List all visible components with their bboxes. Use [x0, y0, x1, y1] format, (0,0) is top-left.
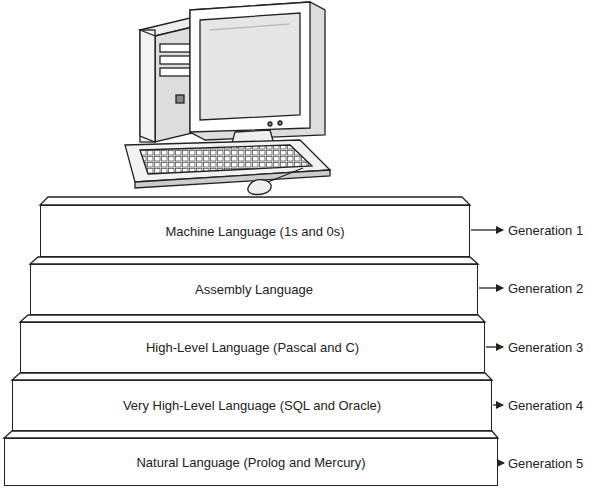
computer-illustration	[125, 2, 330, 195]
language-step: Assembly Language	[30, 264, 478, 315]
step-label: Assembly Language	[187, 282, 321, 297]
step-label: Machine Language (1s and 0s)	[157, 224, 352, 239]
step-label: Very High-Level Language (SQL and Oracle…	[115, 398, 389, 413]
generation-label: Generation 3	[508, 340, 583, 355]
step-label: Natural Language (Prolog and Mercury)	[128, 455, 373, 470]
generation-label: Generation 4	[508, 398, 583, 413]
step-bevels	[4, 197, 498, 438]
generation-label: Generation 1	[508, 223, 583, 238]
language-step: High-Level Language (Pascal and C)	[20, 322, 485, 373]
generation-label: Generation 5	[508, 456, 583, 471]
language-step: Very High-Level Language (SQL and Oracle…	[12, 380, 492, 431]
generation-label: Generation 2	[508, 281, 583, 296]
language-step: Natural Language (Prolog and Mercury)	[4, 438, 498, 486]
step-label: High-Level Language (Pascal and C)	[138, 340, 367, 355]
language-step: Machine Language (1s and 0s)	[40, 205, 470, 257]
